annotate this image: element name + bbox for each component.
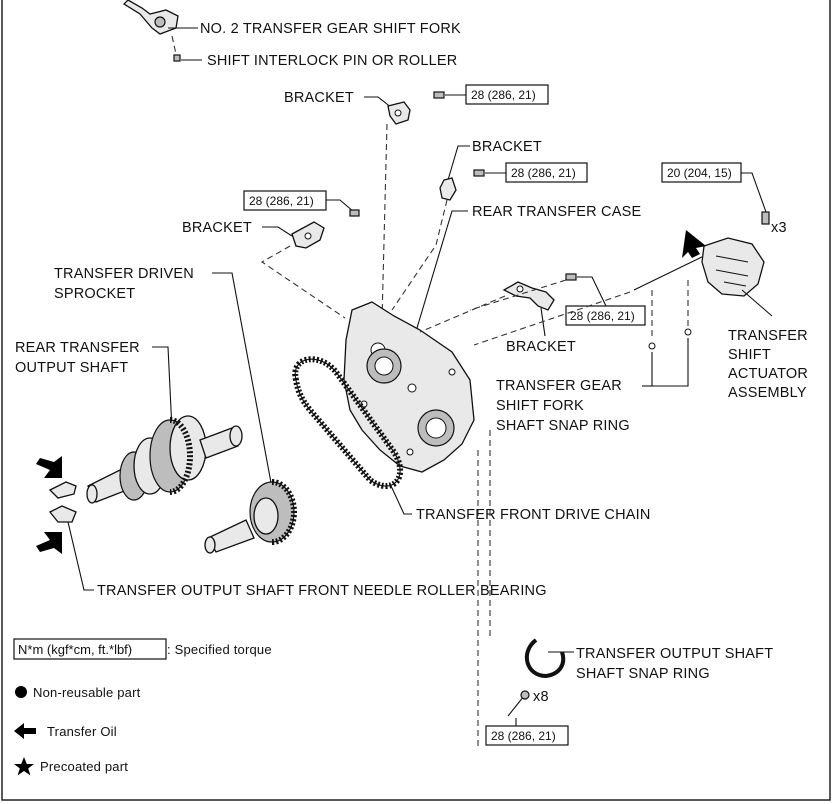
legend: N*m (kgf*cm, ft.*lbf) : Specified torque… <box>13 638 272 776</box>
bracket-left-part <box>291 221 325 249</box>
bottom-bolt-part <box>507 690 530 717</box>
torque-box-bottom <box>485 725 569 746</box>
torque-bottom: 28 (286, 21) <box>491 729 556 743</box>
actuator-label-2: SHIFT <box>728 347 771 363</box>
needle-bearing-label: TRANSFER OUTPUT SHAFT FRONT NEEDLE ROLLE… <box>97 583 547 599</box>
front-drive-chain-part <box>292 356 404 489</box>
fork-snap-ring-label-2: SHIFT FORK <box>496 398 584 414</box>
legend-precoated: Precoated part <box>40 759 128 774</box>
driven-sprocket-part <box>204 479 297 554</box>
rear-output-label-1: REAR TRANSFER <box>15 340 140 356</box>
torque-mid: 28 (286, 21) <box>511 166 576 180</box>
interlock-pin-part <box>173 54 181 62</box>
output-snap-ring-label-1: TRANSFER OUTPUT SHAFT <box>576 646 773 662</box>
torque-box-mid <box>505 162 588 183</box>
bottom-bolt-count: x8 <box>533 689 549 705</box>
oil-arrow-actuator <box>682 230 706 258</box>
left-arrow-icon <box>14 723 36 739</box>
bracket-left-label: BRACKET <box>182 220 252 236</box>
legend-torque-text: : Specified torque <box>167 642 272 657</box>
bracket-mid-part <box>439 177 457 201</box>
rear-output-label-2: OUTPUT SHAFT <box>15 360 128 376</box>
driven-sprocket-label-1: TRANSFER DRIVEN <box>54 266 194 282</box>
bracket-top-part <box>387 101 411 125</box>
bolt-left <box>349 209 360 217</box>
rear-output-shaft-part <box>86 415 243 504</box>
torque-top: 28 (286, 21) <box>471 88 536 102</box>
bracket-mid-label: BRACKET <box>472 139 542 155</box>
no2-shift-fork-part <box>122 0 179 35</box>
bracket-right-part <box>502 281 555 311</box>
star-icon <box>14 757 34 776</box>
actuator-label-3: ACTUATOR <box>728 366 808 382</box>
rear-case-label: REAR TRANSFER CASE <box>472 204 641 220</box>
rear-transfer-case-part <box>343 301 475 473</box>
oil-arrow-bearing-bottom <box>36 532 62 554</box>
no2-shift-fork-label: NO. 2 TRANSFER GEAR SHIFT FORK <box>200 21 461 37</box>
actuator-label-1: TRANSFER <box>728 328 808 344</box>
bracket-top-label: BRACKET <box>284 90 354 106</box>
fork-snap-ring-label-3: SHAFT SNAP RING <box>496 418 630 434</box>
torque-actuator: 20 (204, 15) <box>667 166 732 180</box>
actuator-bolt-count: x3 <box>771 220 787 236</box>
filled-circle-icon <box>15 686 27 698</box>
actuator-label-4: ASSEMBLY <box>728 385 807 401</box>
output-snap-ring-part <box>525 638 566 679</box>
legend-torque-box <box>13 638 167 660</box>
bolt-right <box>565 273 577 281</box>
torque-box-top <box>465 84 549 105</box>
torque-box-right <box>565 305 646 326</box>
needle-bearing-part <box>48 481 77 523</box>
torque-left: 28 (286, 21) <box>249 194 314 208</box>
front-drive-chain-label: TRANSFER FRONT DRIVE CHAIN <box>416 507 651 523</box>
fork-snap-rings <box>648 328 692 350</box>
fork-snap-ring-label-1: TRANSFER GEAR <box>496 378 622 394</box>
legend-oil: Transfer Oil <box>47 724 117 739</box>
interlock-pin-label: SHIFT INTERLOCK PIN OR ROLLER <box>207 53 457 69</box>
bracket-right-label: BRACKET <box>506 339 576 355</box>
oil-arrow-bearing-top <box>36 456 62 478</box>
legend-non-reusable: Non-reusable part <box>33 685 141 700</box>
output-snap-ring-label-2: SHAFT SNAP RING <box>576 666 710 682</box>
bolt-top <box>433 91 445 99</box>
actuator-bolt <box>761 211 770 225</box>
driven-sprocket-label-2: SPROCKET <box>54 286 135 302</box>
legend-torque-units: N*m (kgf*cm, ft.*lbf) <box>18 642 132 657</box>
bolt-mid <box>473 169 485 177</box>
torque-right: 28 (286, 21) <box>570 309 635 323</box>
shift-actuator-part <box>633 237 765 297</box>
